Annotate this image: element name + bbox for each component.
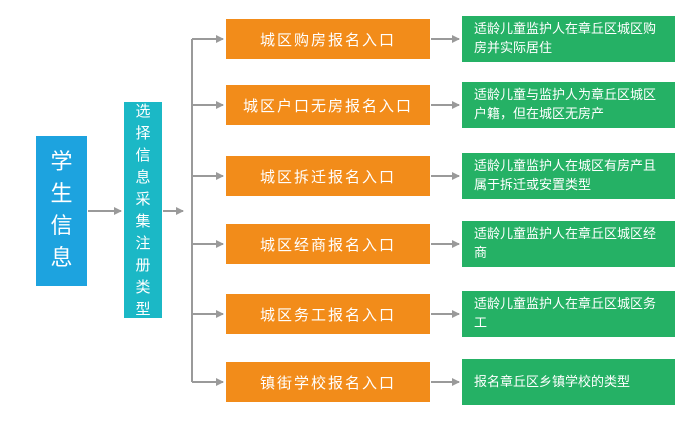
desc-text: 适龄儿童监护人在章丘区城区经商 xyxy=(474,227,657,261)
desc-box-hukou: 适龄儿童与监护人为章丘区城区户籍，但在城区无房产 xyxy=(462,82,675,128)
student-info-label: 学生信息 xyxy=(50,150,73,271)
entry-label: 镇街学校报名入口 xyxy=(259,373,396,392)
entry-box-business: 城区经商报名入口 xyxy=(226,224,430,264)
desc-box-purchase: 适龄儿童监护人在章丘区城区购房并实际居住 xyxy=(462,16,675,62)
entry-label: 城区户口无房报名入口 xyxy=(242,96,413,115)
select-type-label: 选择信息采集注册类型 xyxy=(135,102,151,318)
entry-label: 城区拆迁报名入口 xyxy=(259,167,396,186)
desc-box-work: 适龄儿童监护人在章丘区城区务工 xyxy=(462,291,675,337)
desc-text: 适龄儿童监护人在章丘区城区务工 xyxy=(474,297,657,331)
entry-box-demolition: 城区拆迁报名入口 xyxy=(226,156,430,196)
desc-box-business: 适龄儿童监护人在章丘区城区经商 xyxy=(462,221,675,267)
entry-box-hukou: 城区户口无房报名入口 xyxy=(226,85,430,125)
entry-box-work: 城区务工报名入口 xyxy=(226,294,430,334)
entry-label: 城区经商报名入口 xyxy=(259,235,396,254)
entry-box-purchase: 城区购房报名入口 xyxy=(226,19,430,59)
desc-text: 报名章丘区乡镇学校的类型 xyxy=(474,374,631,390)
desc-text: 适龄儿童与监护人为章丘区城区户籍，但在城区无房产 xyxy=(474,88,657,122)
entry-label: 城区务工报名入口 xyxy=(259,305,396,324)
select-type-box: 选择信息采集注册类型 xyxy=(124,102,162,318)
desc-text: 适龄儿童监护人在章丘区城区购房并实际居住 xyxy=(474,22,657,56)
entry-box-town-school: 镇街学校报名入口 xyxy=(226,362,430,402)
desc-box-demolition: 适龄儿童监护人在城区有房产且属于拆迁或安置类型 xyxy=(462,153,675,199)
entry-label: 城区购房报名入口 xyxy=(259,30,396,49)
desc-box-town-school: 报名章丘区乡镇学校的类型 xyxy=(462,359,675,405)
student-info-box: 学生信息 xyxy=(36,136,87,286)
desc-text: 适龄儿童监护人在城区有房产且属于拆迁或安置类型 xyxy=(474,159,657,193)
